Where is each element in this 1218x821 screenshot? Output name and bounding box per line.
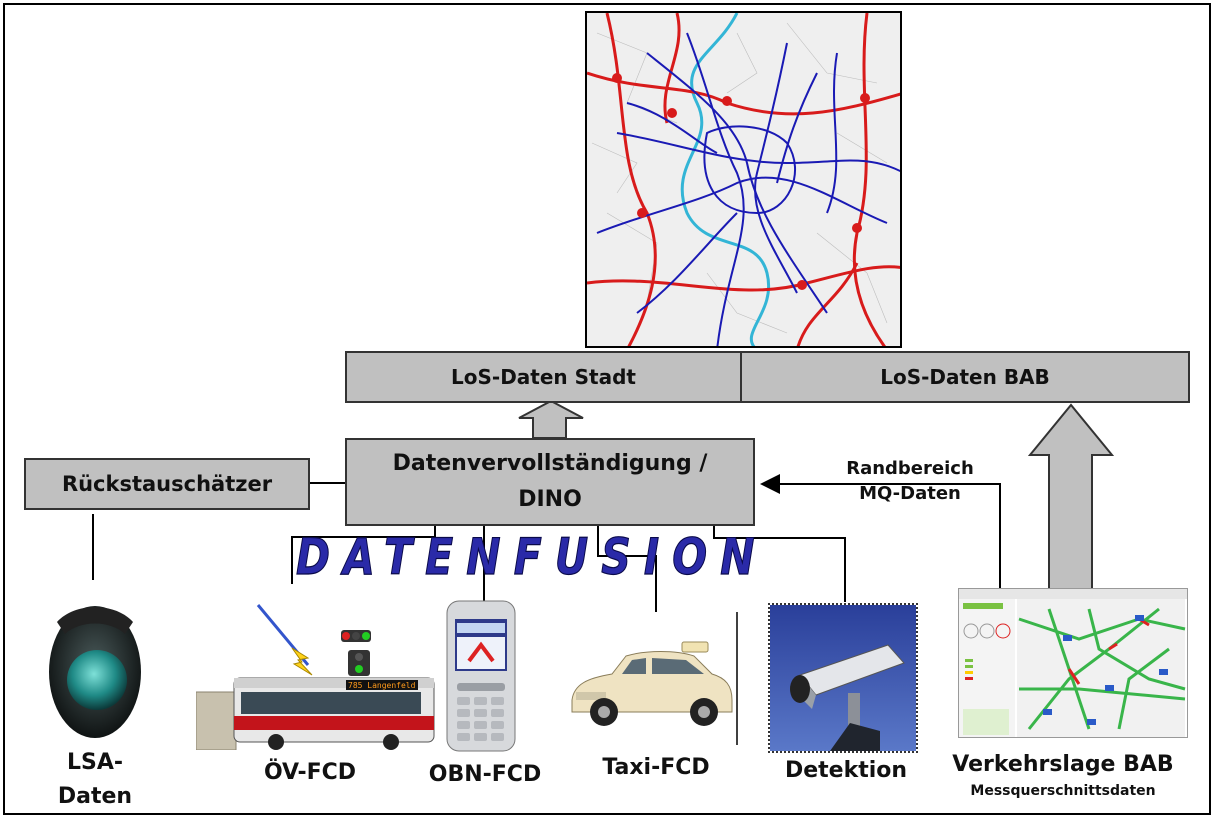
city-map-image [585,11,902,348]
arrow-bab-to-los-bab [1027,403,1115,591]
camera-icon [768,603,918,753]
arrow-dino-to-los-stadt [518,399,584,439]
mobile-phone-icon [441,597,521,755]
svg-text:785 Langenfeld: 785 Langenfeld [348,681,416,690]
los-stadt-label: LoS-Daten Stadt [451,365,636,389]
river [680,13,771,346]
taxi-fcd-label: Taxi-FCD [602,755,710,780]
lsa-daten-label: LSA- Daten [57,750,133,809]
los-bab-label: LoS-Daten BAB [880,365,1050,389]
box-dino: Datenvervollständigung / DINO [345,438,755,526]
small-traffic-light-icon [341,630,371,676]
bus-icon: 785 Langenfeld [196,600,436,750]
traffic-map-screenshot-icon [958,588,1188,738]
oev-fcd-label: ÖV-FCD [263,760,357,785]
messquerschnittsdaten-label: Messquerschnittsdaten [970,783,1156,799]
line-randbereich [760,474,1001,590]
verkehrslage-bab-label: Verkehrslage BAB [952,752,1174,777]
dino-label: Datenvervollständigung / DINO [392,451,708,512]
randbereich-label: Randbereich MQ-Daten [846,458,974,504]
detektion-label: Detektion [784,758,908,783]
datenfusion-title: DATENFUSION [296,527,768,586]
rueckstau-label: Rückstauschätzer [61,472,273,496]
traffic-light-icon [35,592,155,740]
taxi-icon [566,640,734,732]
obn-fcd-label: OBN-FCD [428,762,542,787]
box-los-daten-stadt: LoS-Daten Stadt [345,351,742,403]
box-los-daten-bab: LoS-Daten BAB [740,351,1190,403]
outer-frame [3,3,1211,815]
box-rueckstauschaetzer: Rückstauschätzer [24,458,310,510]
